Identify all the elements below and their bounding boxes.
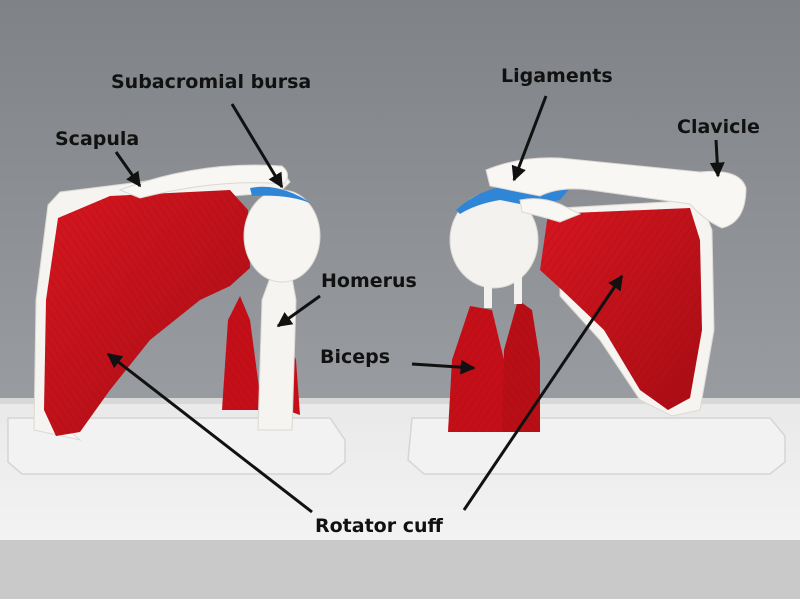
left-humerus bbox=[257, 277, 297, 431]
label-subacromial-bursa: Subacromial bursa bbox=[111, 71, 312, 93]
label-ligaments: Ligaments bbox=[501, 65, 613, 87]
label-rotator-cuff: Rotator cuff bbox=[315, 515, 443, 537]
label-biceps: Biceps bbox=[320, 346, 391, 368]
label-scapula: Scapula bbox=[55, 128, 140, 150]
left-humeral-head bbox=[243, 189, 321, 283]
label-clavicle: Clavicle bbox=[677, 116, 760, 138]
right-clavicle bbox=[485, 157, 747, 229]
left-bursa bbox=[250, 186, 312, 204]
label-homerus: Homerus bbox=[321, 270, 417, 292]
